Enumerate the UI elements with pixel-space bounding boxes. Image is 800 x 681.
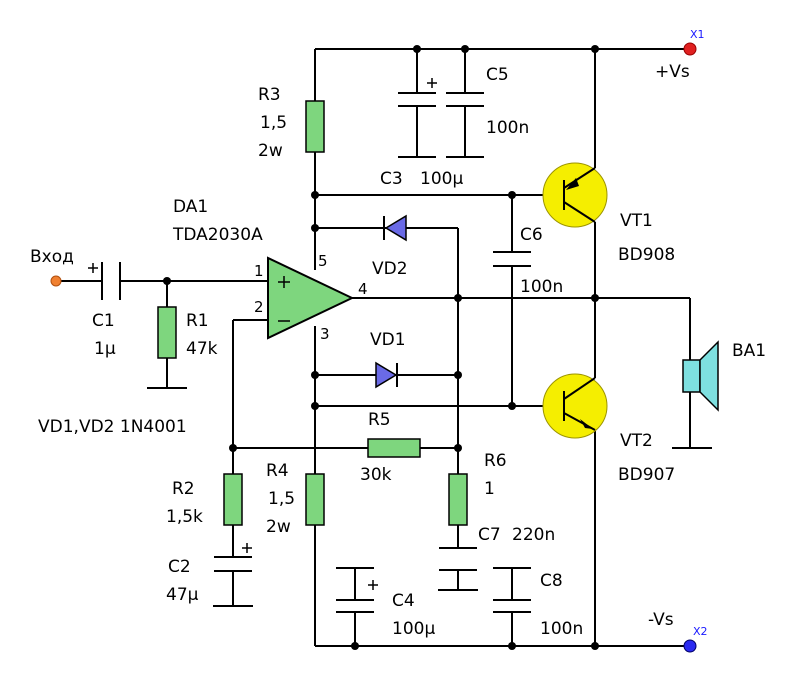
diode-vd1	[375, 361, 398, 389]
r5-body	[367, 438, 421, 458]
r3-value: 1,5	[260, 113, 287, 133]
ba1-name: BA1	[732, 341, 766, 361]
r5-name: R5	[368, 410, 391, 430]
r4-body	[305, 473, 325, 526]
da1-name: DA1	[173, 197, 208, 217]
vd2-name: VD2	[372, 259, 408, 279]
junction-dots	[163, 45, 599, 650]
r3-body	[305, 100, 325, 153]
x2-label: X2	[693, 625, 708, 638]
c5-value: 100n	[486, 118, 529, 138]
capacitor-c3	[398, 78, 437, 158]
pin2-label: 2	[254, 298, 264, 316]
r5-value: 30k	[360, 465, 392, 485]
r1-name: R1	[186, 311, 209, 331]
r3-name: R3	[258, 85, 281, 105]
r1-body	[157, 306, 177, 359]
c2-name: C2	[168, 557, 191, 577]
x1-label: X1	[690, 28, 705, 41]
c2-value: 47µ	[166, 585, 199, 605]
r3-power: 2w	[258, 141, 283, 161]
capacitor-c5	[446, 92, 484, 158]
capacitor-c7	[439, 547, 477, 571]
vplus-label: +Vs	[655, 62, 690, 82]
vminus-label: -Vs	[648, 610, 674, 630]
terminal-x1	[683, 42, 697, 56]
c8-value: 100n	[540, 619, 583, 639]
capacitor-c4	[336, 567, 378, 613]
r4-name: R4	[266, 461, 289, 481]
c8-name: C8	[540, 571, 563, 591]
r6-value: 1	[484, 479, 495, 499]
capacitor-c8	[493, 567, 531, 613]
c3-name: C3	[380, 169, 403, 189]
input-terminal	[50, 275, 62, 287]
pin1-label: 1	[254, 262, 264, 280]
r6-name: R6	[484, 451, 507, 471]
c1-name: C1	[92, 311, 115, 331]
speaker-ba1	[682, 340, 719, 412]
pin5-label: 5	[318, 252, 328, 270]
capacitor-c6	[493, 251, 531, 267]
vt1-name: VT1	[620, 211, 653, 231]
c5-name: C5	[486, 65, 509, 85]
pin3-label: 3	[320, 325, 330, 343]
terminal-x2	[683, 639, 697, 653]
vt2-part: BD907	[618, 465, 675, 485]
input-label: Вход	[30, 247, 74, 267]
r2-value: 1,5k	[166, 507, 203, 527]
r4-value: 1,5	[268, 489, 295, 509]
vd1-name: VD1	[370, 330, 406, 350]
c4-name: C4	[392, 591, 415, 611]
diodes-note: VD1,VD2 1N4001	[38, 417, 187, 437]
opamp-da1	[267, 256, 355, 340]
r2-body	[223, 473, 243, 526]
c7-name: C7	[478, 525, 501, 545]
r2-name: R2	[172, 479, 195, 499]
c1-value: 1µ	[94, 339, 116, 359]
r6-body	[448, 473, 468, 526]
r4-power: 2w	[266, 517, 291, 537]
capacitor-c1	[88, 262, 121, 300]
transistor-vt2	[542, 373, 608, 439]
vt2-name: VT2	[620, 431, 653, 451]
vt1-part: BD908	[618, 245, 675, 265]
diode-vd2	[383, 214, 407, 242]
capacitor-c2	[214, 543, 252, 572]
wires	[56, 48, 712, 647]
transistor-vt1	[542, 162, 608, 228]
da1-part: TDA2030A	[172, 225, 263, 245]
c4-value: 100µ	[392, 619, 435, 639]
c6-name: C6	[520, 225, 543, 245]
c7-value: 220n	[512, 525, 555, 545]
c6-value: 100n	[520, 277, 563, 297]
r1-value: 47k	[186, 339, 218, 359]
pin4-label: 4	[358, 280, 368, 298]
c3-value: 100µ	[420, 169, 463, 189]
